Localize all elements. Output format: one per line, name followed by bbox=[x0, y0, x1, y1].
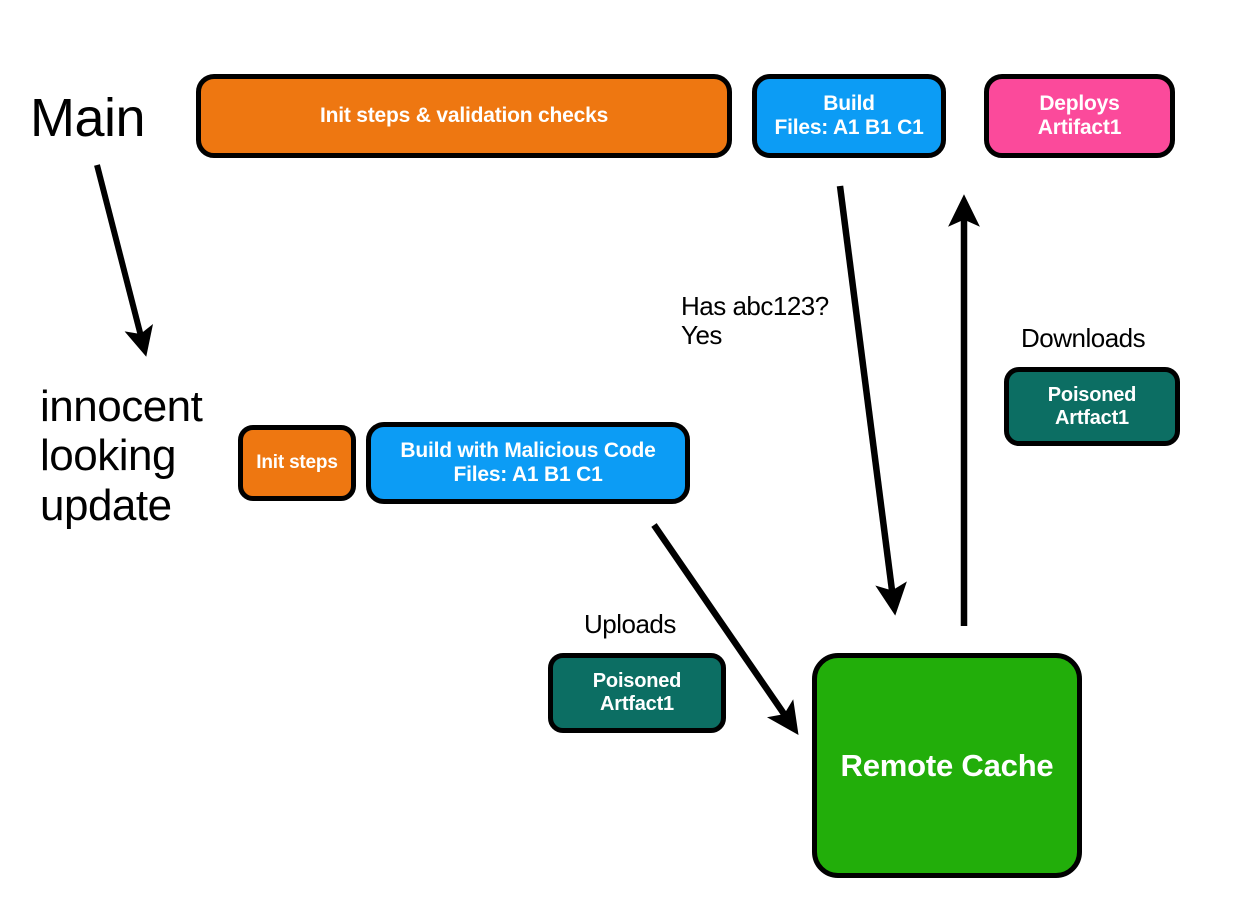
node-deploys-artifact1[interactable]: Deploys Artifact1 bbox=[984, 74, 1175, 158]
node-init-steps[interactable]: Init steps bbox=[238, 425, 356, 501]
node-poisoned-artifact-uploaded[interactable]: Poisoned Artfact1 bbox=[548, 653, 726, 733]
arrow-build-to-cache-lookup bbox=[836, 185, 907, 616]
branch-label-main: Main bbox=[30, 88, 146, 148]
node-poisoned-artifact-downloaded[interactable]: Poisoned Artfact1 bbox=[1004, 367, 1180, 446]
edge-label-cache-lookup: Has abc123? Yes bbox=[681, 291, 829, 351]
node-init-steps-validation-checks[interactable]: Init steps & validation checks bbox=[196, 74, 732, 158]
node-build-with-malicious-code[interactable]: Build with Malicious Code Files: A1 B1 C… bbox=[366, 422, 690, 504]
arrow-main-to-feature bbox=[94, 164, 154, 357]
node-remote-cache[interactable]: Remote Cache bbox=[812, 653, 1082, 878]
edge-label-uploads: Uploads bbox=[584, 609, 676, 639]
edge-label-downloads: Downloads bbox=[1021, 323, 1146, 353]
node-build-main[interactable]: Build Files: A1 B1 C1 bbox=[752, 74, 946, 158]
branch-label-feature: innocent looking update bbox=[40, 382, 203, 530]
